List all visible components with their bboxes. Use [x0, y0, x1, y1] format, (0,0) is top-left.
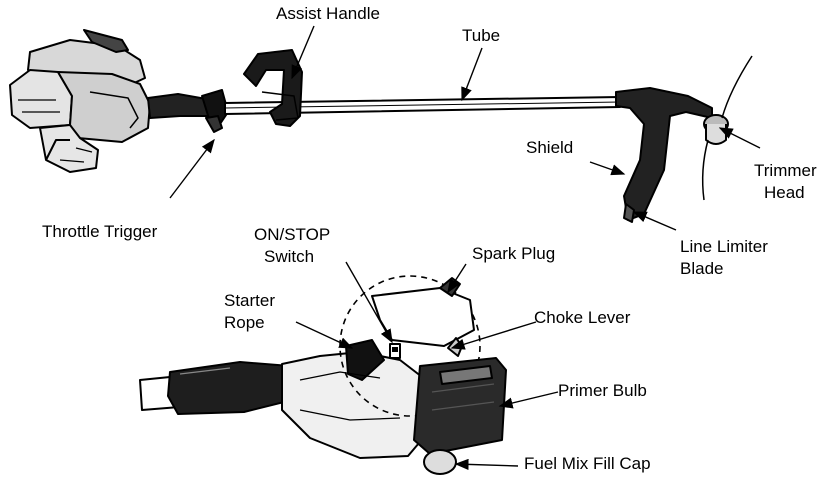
label-line-limiter-line1: Line Limiter	[680, 237, 768, 256]
label-fuel-mix-fill-cap: Fuel Mix Fill Cap	[524, 454, 651, 473]
label-trimmer-head-line1: Trimmer	[754, 161, 817, 180]
arrow-spark-plug	[447, 263, 467, 294]
arrow-throttle-trigger	[169, 138, 215, 199]
rear-grip	[147, 89, 229, 133]
label-line-limiter-blade: Line Limiter Blade	[680, 236, 768, 280]
label-primer-bulb: Primer Bulb	[558, 381, 647, 400]
label-on-stop-line2: Switch	[264, 247, 315, 266]
label-trimmer-head-line2: Head	[764, 183, 805, 202]
arrow-assist-handle	[291, 25, 315, 80]
label-assist-handle: Assist Handle	[276, 4, 380, 23]
label-starter-rope-line1: Starter	[224, 291, 276, 310]
arrow-starter-rope	[295, 321, 354, 349]
label-throttle-trigger: Throttle Trigger	[42, 222, 158, 241]
fuel-cap-shape	[423, 449, 457, 475]
label-on-stop-line1: ON/STOP	[254, 225, 331, 244]
engine-closeup-view	[139, 275, 507, 475]
recoil-starter-outline	[339, 275, 481, 417]
arrow-line-limiter-blade	[632, 211, 677, 231]
label-spark-plug: Spark Plug	[472, 244, 556, 263]
label-line-limiter-line2: Blade	[680, 259, 724, 278]
arrow-choke-lever	[450, 321, 537, 350]
leader-arrows	[169, 25, 761, 471]
starter-rope-handle	[345, 339, 385, 381]
arrow-fuel-mix-fill-cap	[454, 458, 519, 471]
arrow-primer-bulb	[498, 391, 559, 409]
arrow-on-stop-switch	[345, 261, 393, 344]
arrow-tube	[461, 47, 483, 102]
arrow-trimmer-head	[718, 127, 761, 149]
label-tube: Tube	[462, 26, 501, 45]
label-choke-lever: Choke Lever	[534, 308, 631, 327]
primer-bulb-shape	[439, 365, 493, 385]
trimmer-full-view	[9, 29, 753, 223]
label-shield: Shield	[526, 138, 574, 157]
assist-handle-shape	[243, 49, 303, 127]
label-starter-rope-line2: Rope	[224, 313, 265, 332]
label-starter-rope: Starter Rope	[224, 290, 275, 334]
engine-housing	[9, 29, 151, 173]
arrow-shield	[589, 161, 626, 176]
shield-shape	[615, 87, 713, 223]
trimmer-head-shape	[701, 55, 753, 201]
label-trimmer-head: Trimmer Head	[754, 160, 817, 204]
throttle-trigger-shape	[205, 115, 223, 133]
label-on-stop-switch: ON/STOP Switch	[254, 224, 330, 268]
